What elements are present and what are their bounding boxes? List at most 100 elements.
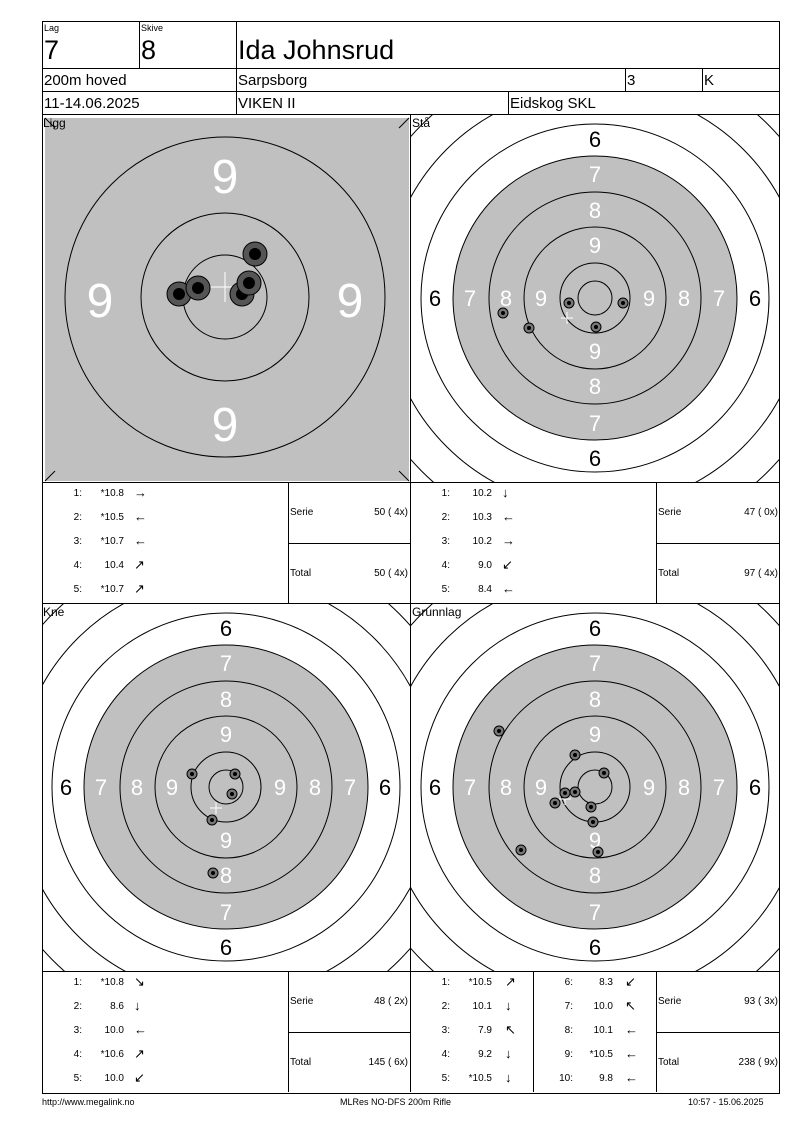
- result-sheet: [42, 21, 780, 1094]
- shot-number: 4:: [73, 560, 82, 571]
- header-divider: [42, 91, 780, 92]
- ring-label: 7: [95, 775, 107, 800]
- shot-score: 8.3: [599, 977, 613, 988]
- shot-number: 5:: [441, 1073, 450, 1084]
- ring-label: 8: [678, 286, 690, 311]
- club-name: Sarpsborg: [238, 72, 308, 89]
- shot-row: 3:7.9↖: [410, 1023, 610, 1038]
- ring-label: 9: [589, 233, 601, 258]
- ring-label: 9: [87, 275, 114, 328]
- ring-label: 9: [589, 722, 601, 747]
- ring-label: 8: [500, 775, 512, 800]
- total-label: Total: [658, 568, 680, 579]
- shot-score: *10.7: [100, 536, 124, 547]
- panel-title-sta: Stå: [412, 116, 431, 130]
- ring-label: 9: [274, 775, 286, 800]
- ring-label: 9: [220, 828, 232, 853]
- panel-divider: [42, 603, 780, 604]
- panel-title-ligg: Ligg: [43, 116, 66, 130]
- shot-number: 1:: [441, 977, 450, 988]
- header-divider: [236, 21, 237, 114]
- shot-row: 1:*10.5↗: [410, 975, 610, 990]
- total-value: 145 ( 6x): [368, 1057, 408, 1068]
- ring-label: 6: [220, 935, 232, 960]
- ring-label: 7: [589, 162, 601, 187]
- panel-divider: [42, 971, 780, 972]
- shot-score: 9.0: [478, 560, 492, 571]
- shot-number: 4:: [441, 560, 450, 571]
- ring-9: [140, 212, 310, 382]
- shot-score: *10.8: [100, 488, 124, 499]
- shot-direction-arrow-icon: ↙: [502, 557, 513, 572]
- footer-url[interactable]: http://www.megalink.no: [42, 1097, 135, 1107]
- shot-score: 10.0: [104, 1025, 124, 1036]
- panel-divider: [656, 482, 657, 603]
- shot-score: 10.0: [104, 1073, 124, 1084]
- shot-hole: [523, 322, 535, 334]
- shot-row: 5:*10.5↓: [410, 1070, 610, 1086]
- ring-label: 8: [220, 687, 232, 712]
- shot-hole: [585, 801, 597, 813]
- shot-number: 2:: [441, 512, 450, 523]
- venue: Eidskog SKL: [510, 95, 596, 112]
- skive-label: Skive: [141, 23, 164, 33]
- shot-hole: [590, 321, 602, 333]
- shot-hole: [206, 814, 218, 826]
- shot-direction-arrow-icon: ←: [502, 509, 515, 524]
- ring-label: 8: [589, 198, 601, 223]
- shot-row: 4:10.4↗: [42, 557, 242, 573]
- shot-hole: [186, 768, 198, 780]
- shot-row: 3:*10.7←: [42, 534, 242, 549]
- corner-arc: [398, 117, 410, 129]
- shot-score: 10.1: [593, 1025, 613, 1036]
- shot-direction-arrow-icon: ←: [625, 1046, 638, 1061]
- shot-score: 10.2: [472, 488, 492, 499]
- shot-direction-arrow-icon: →: [502, 533, 515, 548]
- shot-number: 1:: [73, 977, 82, 988]
- header-divider: [139, 21, 140, 68]
- shot-number: 6:: [564, 977, 573, 988]
- shot-hole: [617, 297, 629, 309]
- panel-divider: [288, 482, 289, 603]
- panel-divider: [656, 543, 780, 544]
- total-label: Total: [290, 1057, 312, 1068]
- footer-software: MLRes NO-DFS 200m Rifle: [340, 1097, 452, 1107]
- shot-score: *10.6: [100, 1049, 124, 1060]
- ring-label: 7: [344, 775, 356, 800]
- target-black-area: [452, 644, 738, 930]
- header-divider: [702, 68, 703, 91]
- ring-label: 6: [379, 775, 391, 800]
- shot-direction-arrow-icon: ↘: [134, 974, 145, 989]
- shot-hole: [493, 725, 505, 737]
- shot-number: 2:: [441, 1001, 450, 1012]
- shot-direction-arrow-icon: ↓: [505, 1070, 512, 1085]
- header-divider: [42, 68, 780, 69]
- ring-label: 9: [337, 275, 364, 328]
- serie-value: 47 ( 0x): [744, 507, 778, 518]
- panel-title-kne: Kne: [43, 605, 65, 619]
- shot-hole: [598, 767, 610, 779]
- shot-direction-arrow-icon: ↗: [134, 557, 145, 572]
- shot-direction-arrow-icon: ←: [134, 1022, 147, 1037]
- corner-arc: [398, 470, 410, 482]
- ring-label: 7: [713, 775, 725, 800]
- ring-label: 7: [464, 286, 476, 311]
- ring-label: 7: [220, 651, 232, 676]
- shot-row: 2:*10.5←: [42, 510, 242, 525]
- ring-label: 6: [589, 616, 601, 641]
- ring-label: 7: [589, 411, 601, 436]
- target-kne: 6 6 6 6 7 7 7 7 8 8 8 8 9 9 9 9: [43, 604, 410, 971]
- shot-number: 3:: [441, 536, 450, 547]
- shot-score: *10.7: [100, 584, 124, 595]
- shot-score: 10.1: [472, 1001, 492, 1012]
- shot-row: 1:10.2↓: [410, 486, 610, 501]
- shot-number: 5:: [73, 584, 82, 595]
- shot-direction-arrow-icon: ↙: [625, 974, 636, 989]
- ring-label: 9: [220, 722, 232, 747]
- shot-score: *10.5: [589, 1049, 613, 1060]
- ring-label: 6: [429, 775, 441, 800]
- ring-label: 9: [535, 775, 547, 800]
- ring-label: 7: [220, 900, 232, 925]
- shot-number: 4:: [73, 1049, 82, 1060]
- corner-arc: [44, 470, 56, 482]
